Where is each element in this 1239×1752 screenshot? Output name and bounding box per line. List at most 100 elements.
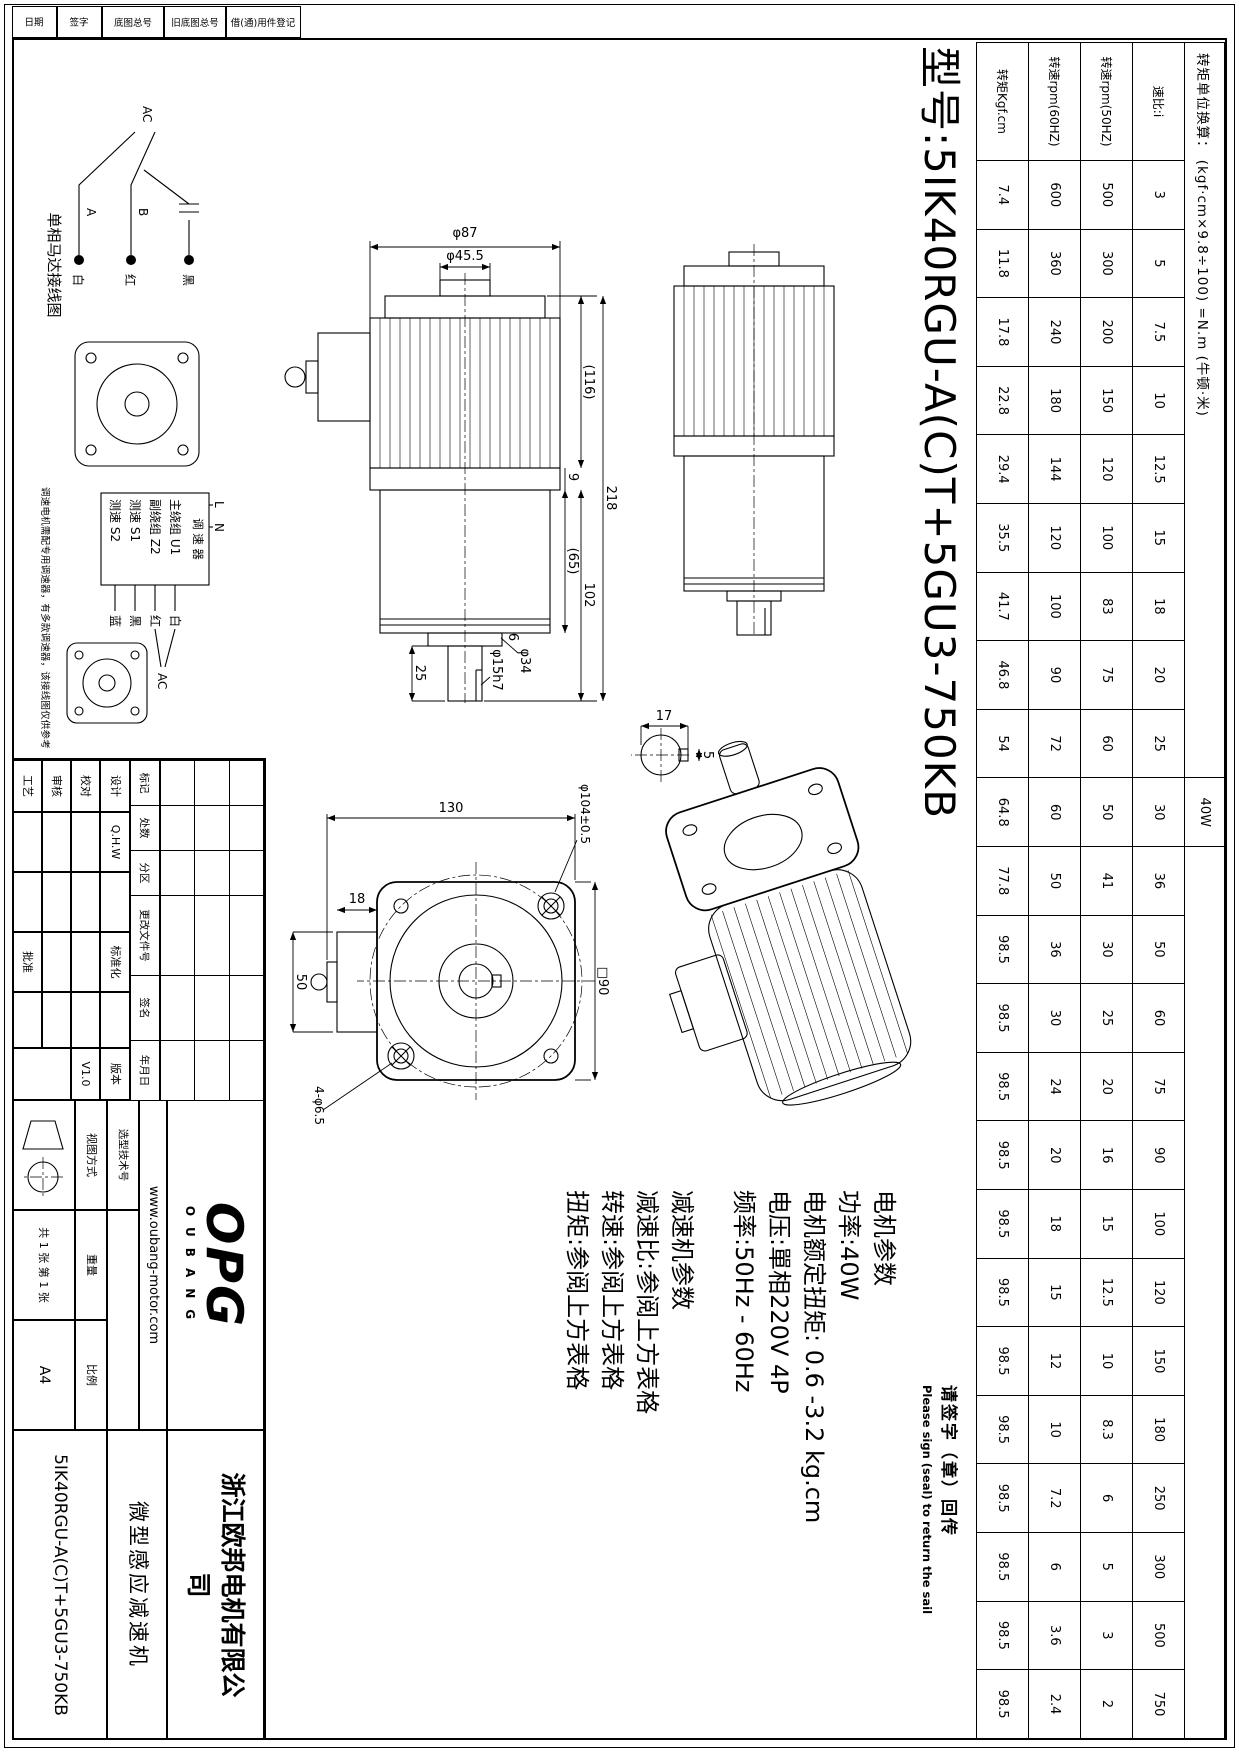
front-view-drawing: 218 (116) 102 (65) 9 6 φ87 φ45.5 25 φ34 … xyxy=(284,226,618,703)
ratio-table-cell: 8.3 xyxy=(1080,1395,1133,1464)
company-logo: OPG OUBANG xyxy=(167,1100,264,1430)
ratio-table-cell: 98.5 xyxy=(976,1189,1029,1259)
dim-motor-length: (116) xyxy=(581,365,596,400)
ratio-table-cell: 98.5 xyxy=(976,1395,1029,1464)
title-block-cell xyxy=(42,992,71,1048)
dim-box-50: 50 xyxy=(293,974,308,991)
ratio-table-cell: 46.8 xyxy=(976,640,1029,710)
ratio-table-cell: 100 xyxy=(1132,1189,1185,1259)
projection-symbol-icon xyxy=(22,1120,65,1197)
ratio-table-cell: 98.5 xyxy=(976,1532,1029,1602)
dim-box-18: 18 xyxy=(349,892,366,907)
controller-note: 调速电机需配专用调速器，有多款调速器，该接线图仅供参考 xyxy=(39,487,50,749)
ratio-table-cell: 16 xyxy=(1080,1120,1133,1190)
title-block-cell xyxy=(42,872,71,932)
role-audit: 审核 xyxy=(42,760,71,812)
dim-ring-width: 9 xyxy=(565,473,580,481)
dim-key-across: 17 xyxy=(656,709,673,724)
dim-overall-130: 130 xyxy=(439,801,464,816)
ratio-table-cell: 180 xyxy=(1028,366,1081,435)
border-block-label: 底图总号 xyxy=(113,18,153,30)
dim-gear-length: 102 xyxy=(581,583,596,608)
sign-note-en: Please sign (seal) to return the sail xyxy=(920,1385,934,1615)
ratio-table-cell: 150 xyxy=(1132,1326,1185,1396)
wiring-caption: 单相马达接线图 xyxy=(45,212,63,317)
ratio-table-cell: 转矩Kgf.cm xyxy=(976,42,1029,161)
dim-square-90: □90 xyxy=(595,967,610,996)
motor-power: 功率:40W xyxy=(835,1190,863,1301)
ratio-table-cell: 12.5 xyxy=(1132,434,1185,504)
ratio-table-cell: 360 xyxy=(1028,229,1081,298)
ratio-table-cell: 17.8 xyxy=(976,297,1029,367)
border-block-label: 借(通)用件登记 xyxy=(231,18,296,30)
selection-no-label: 选型技术号 xyxy=(107,1100,139,1210)
change-header-mark: 标记 xyxy=(130,761,159,806)
face-view-drawing: □90 130 50 18 φ104±0.5 4-φ6.5 xyxy=(289,784,610,1125)
ratio-table-cell: 54 xyxy=(976,709,1029,778)
ratio-table-cell: 41.7 xyxy=(976,572,1029,641)
wiring-ac-label: AC xyxy=(140,106,154,122)
designer-name: Q.H.W xyxy=(100,812,130,872)
change-header-doc: 更改文件号 xyxy=(130,896,159,976)
title-block-cell xyxy=(12,1048,71,1100)
change-header-count: 处数 xyxy=(130,806,159,851)
ratio-table-cell: 60 xyxy=(1080,709,1133,778)
ratio-table-cell: 20 xyxy=(1028,1120,1081,1190)
front-view-geometry xyxy=(284,273,561,703)
ratio-table-cell: 300 xyxy=(1080,229,1133,298)
wiring-red-label: 红 xyxy=(123,274,138,286)
ratio-table-cell: 144 xyxy=(1028,434,1081,504)
ratio-table-cell: 5 xyxy=(1080,1532,1133,1602)
border-block-old-no: 旧底图总号 xyxy=(164,6,226,38)
scale-label: 比例 xyxy=(75,1320,107,1430)
border-block-label: 签字 xyxy=(69,17,90,29)
ratio-table-cell: 98.5 xyxy=(976,915,1029,984)
ratio-table-cell: 7.2 xyxy=(1028,1463,1081,1533)
title-block-cell xyxy=(100,872,130,932)
controller-pin-n: N xyxy=(212,523,226,532)
view-method-label: 视图方式 xyxy=(75,1100,107,1210)
ratio-table-cell: 120 xyxy=(1132,1258,1185,1327)
ratio-table-cell: 98.5 xyxy=(976,1463,1029,1533)
version-value: V1.0 xyxy=(71,1048,100,1100)
logo-subtext: OUBANG xyxy=(182,1205,197,1331)
isometric-geometry xyxy=(665,740,912,1106)
sheet-count: 共 1 张 第 1 张 xyxy=(12,1210,75,1320)
controller-title: 调 速 器 xyxy=(191,518,205,560)
face-view-geometry xyxy=(310,862,595,1100)
ratio-table-cell: 64.8 xyxy=(976,777,1029,847)
gear-torque: 扭矩:参阅上方表格 xyxy=(563,1190,591,1391)
ratio-table-cell: 速比:i xyxy=(1132,42,1185,161)
key-section-dimensions: 5 17 xyxy=(640,709,715,761)
ratio-table-cell: 180 xyxy=(1132,1395,1185,1464)
ratio-table-cell: 29.4 xyxy=(976,434,1029,504)
ratio-table-cell: 7.4 xyxy=(976,160,1029,230)
ratio-table-cell: 100 xyxy=(1080,503,1133,573)
ratio-table-cell: 15 xyxy=(1028,1258,1081,1327)
model-title: 型号:5IK40RGU-A(C)T+5GU3-750KB xyxy=(915,46,964,820)
role-design: 设计 xyxy=(100,760,130,812)
ratio-table-cell: 90 xyxy=(1028,640,1081,710)
isometric-view-drawing xyxy=(665,740,912,1106)
key-section-geometry xyxy=(631,728,689,782)
ratio-table-cell: 750 xyxy=(1132,1669,1185,1739)
ratio-table-cell: 5 xyxy=(1132,229,1185,298)
border-block-base-no: 底图总号 xyxy=(102,6,164,38)
controller-diagram: 调 速 器 主绕组 U1 副绕组 Z2 测速 S1 测速 S2 白 红 黑 蓝 … xyxy=(66,492,226,724)
ratio-table-cell: 转速rpm(50HZ) xyxy=(1080,42,1133,161)
dim-holes: 4-φ6.5 xyxy=(312,1086,326,1125)
ratio-table-cell: 200 xyxy=(1080,297,1133,367)
ratio-table-cell: 600 xyxy=(1028,160,1081,230)
wiring-black-label: 黑 xyxy=(181,274,195,286)
ratio-table-cell: 50 xyxy=(1028,846,1081,916)
title-block-cell xyxy=(12,872,42,932)
ratio-table-cell: 12 xyxy=(1028,1326,1081,1396)
ratio-table-cell: 11.8 xyxy=(976,229,1029,298)
ratio-table-cell: 20 xyxy=(1080,1052,1133,1121)
ratio-table-cell: 30 xyxy=(1132,777,1185,847)
change-record-empty-rows xyxy=(160,760,264,1101)
controller-geometry: 调 速 器 主绕组 U1 副绕组 Z2 测速 S1 测速 S2 白 红 黑 蓝 … xyxy=(66,492,226,724)
sign-note-cn: 请签字（章）回传 xyxy=(938,1385,958,1537)
